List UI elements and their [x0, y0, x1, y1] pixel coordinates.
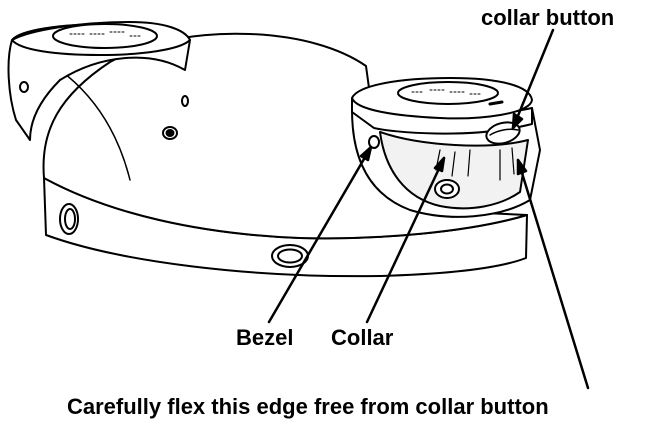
leader-collar [365, 156, 446, 324]
right-lamp-pivot [368, 135, 380, 149]
left-lamp-pivot [19, 81, 29, 93]
right-lamp-collar-interior [379, 131, 529, 210]
leader-flex-edge [516, 158, 590, 390]
right-lamp-lens [397, 81, 499, 105]
right-lamp-head [351, 77, 541, 218]
leader-lines [267, 28, 590, 390]
label-collar-button: collar button [481, 5, 615, 30]
left-lamp-lens [52, 23, 158, 49]
housing-screw [162, 126, 178, 140]
right-lamp-lens-pattern [411, 89, 481, 95]
collar-button [485, 121, 521, 145]
leader-bezel-arrow [359, 145, 373, 162]
label-collar: Collar [331, 325, 394, 350]
housing [42, 32, 528, 278]
left-lamp-head [7, 21, 191, 141]
leader-flex-edge-arrow [516, 158, 528, 176]
housing-hole-small [181, 95, 189, 107]
right-lamp-collar-hatch [435, 147, 515, 181]
leader-collar-arrow [433, 156, 446, 173]
right-lamp-socket [434, 179, 460, 199]
left-side-plug [59, 203, 79, 235]
housing-dome-crease [59, 69, 131, 181]
housing-dome [42, 32, 528, 240]
leader-collar-button-arrow [511, 112, 524, 130]
label-bezel: Bezel [236, 325, 294, 350]
leader-collar-button [511, 28, 555, 130]
caption-flex-edge: Carefully flex this edge free from colla… [67, 394, 549, 419]
front-knockout-plug [271, 244, 309, 268]
right-lamp-bezel-slot [488, 100, 504, 106]
leader-bezel [267, 145, 373, 324]
